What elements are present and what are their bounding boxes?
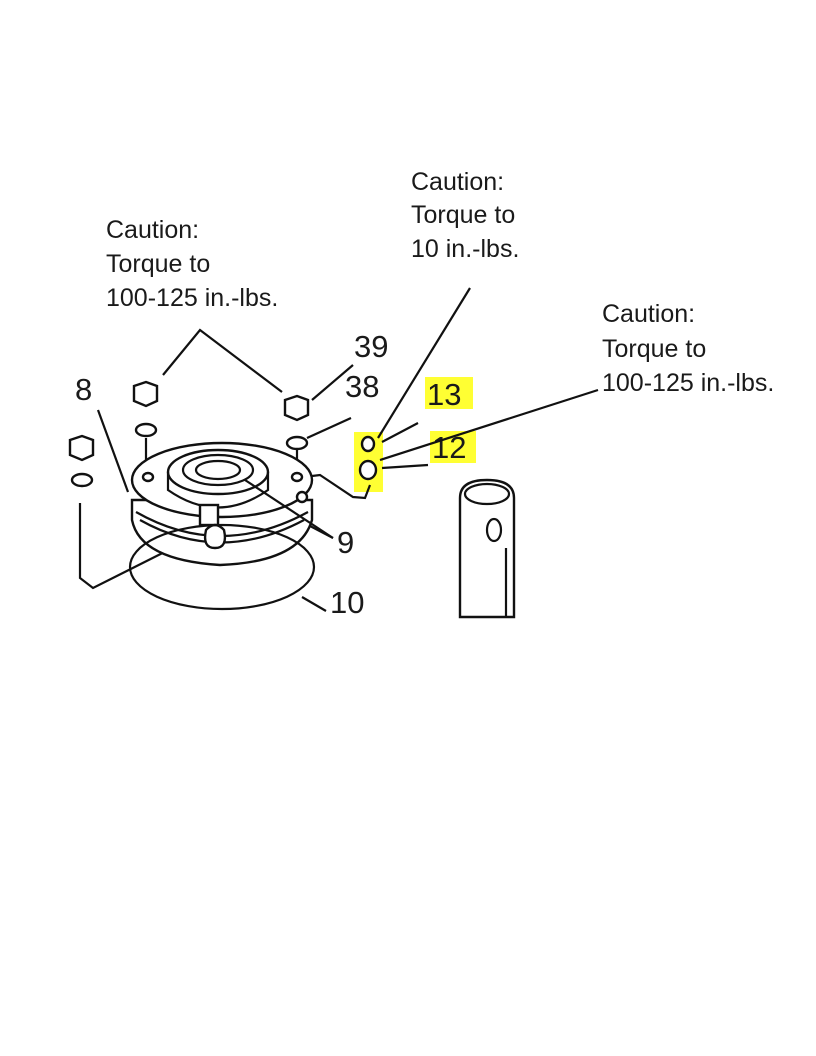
callout-text: Caution: — [106, 216, 199, 244]
label-9: 9 — [337, 525, 354, 560]
leader-lines — [78, 287, 599, 612]
bolt-8-left — [68, 434, 95, 488]
label-8: 8 — [75, 372, 92, 407]
nut-12 — [358, 459, 378, 481]
highlight-13 — [425, 377, 473, 409]
label-13: 13 — [427, 377, 461, 412]
label-39: 39 — [354, 329, 388, 364]
caution-middle: Caution: Torque to 10 in.-lbs. — [411, 168, 519, 263]
callout-text: Caution: — [411, 168, 504, 196]
label-38: 38 — [345, 369, 379, 404]
caution-right: Caution: Torque to 100-125 in.-lbs. — [602, 300, 774, 397]
nut-13 — [360, 435, 376, 453]
label-10: 10 — [330, 585, 364, 620]
callout-text: Torque to — [411, 201, 515, 229]
caution-left: Caution: Torque to 100-125 in.-lbs. — [106, 216, 278, 312]
shaft — [458, 478, 516, 619]
callout-text: Caution: — [602, 300, 695, 328]
pulley-belt-10 — [128, 523, 316, 611]
callout-text: Torque to — [602, 335, 706, 363]
label-12: 12 — [432, 430, 466, 465]
callout-text: 10 in.-lbs. — [411, 235, 519, 263]
callout-text: 100-125 in.-lbs. — [106, 284, 278, 312]
clutch-assembly-9 — [130, 441, 334, 567]
callout-text: Torque to — [106, 250, 210, 278]
callout-text: 100-125 in.-lbs. — [602, 369, 774, 397]
